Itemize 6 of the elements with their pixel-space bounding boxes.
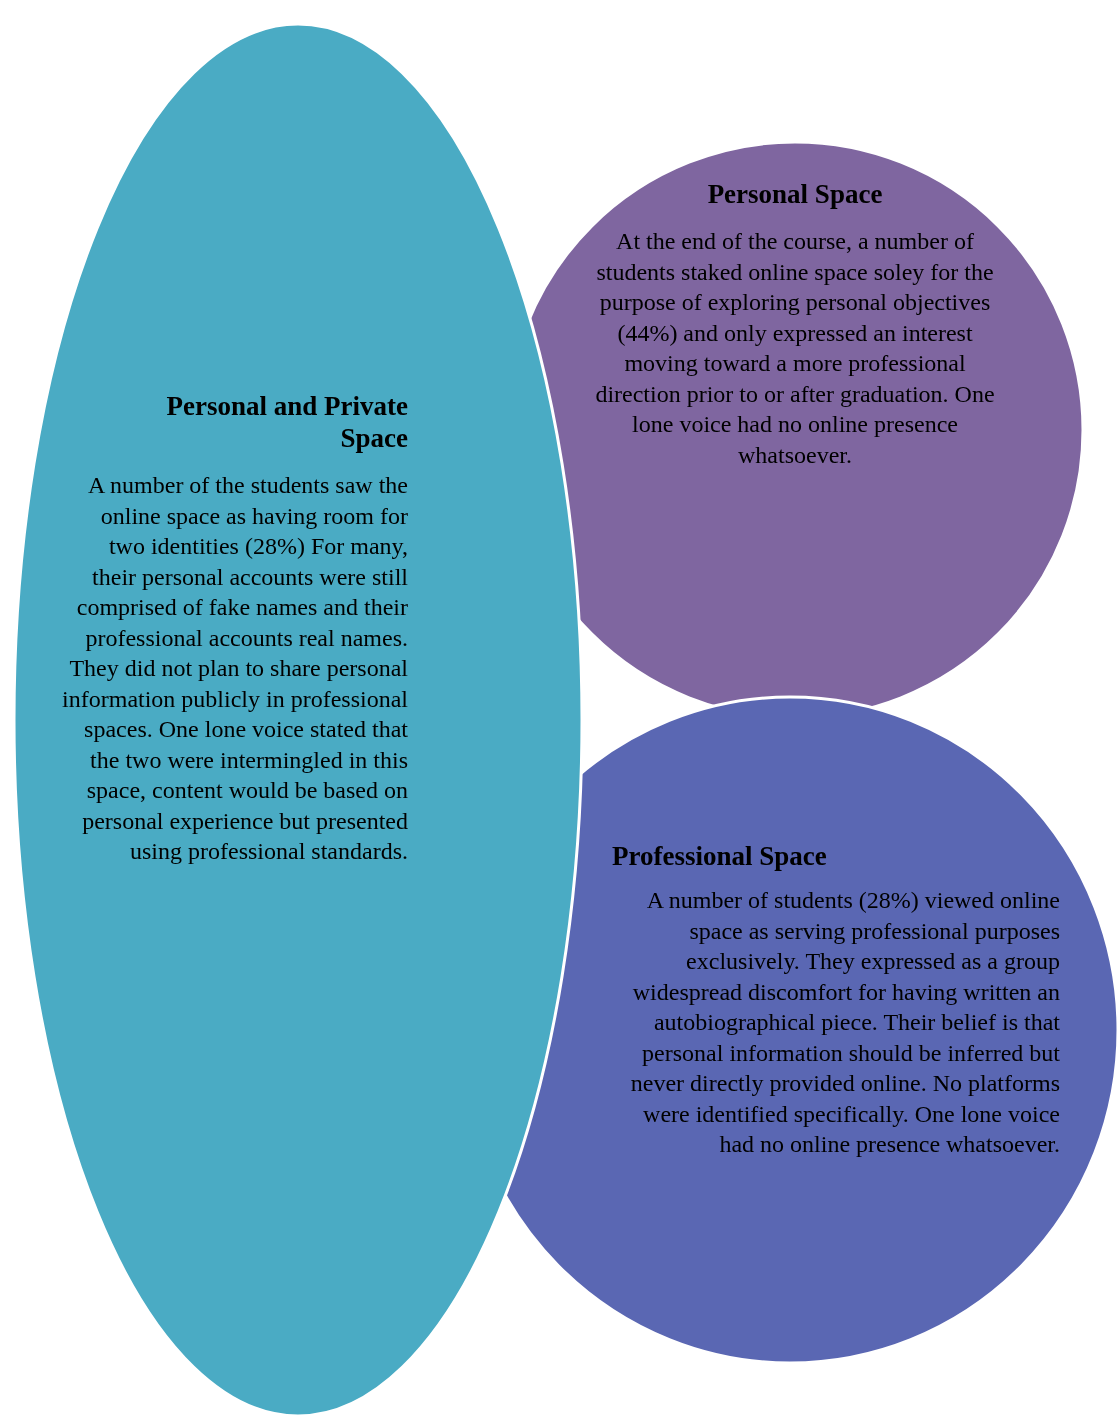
heading: Personal Space	[706, 178, 884, 210]
heading: Personal and Private Space	[165, 390, 408, 454]
body-text: A number of students (28%) viewed online space as serving professional purposes exclusively. They expressed as a group widespread discomfort for having written an autobiographical piece. Their belief is that personal information should be inferred but never directly provided online. No platforms were identified specifically. One lone voice had no online presence whatsoever.	[629, 886, 1060, 1159]
heading: Professional Space	[612, 840, 828, 872]
body-text: A number of the students saw the online space as having room for two identities (28%) For many, their personal accounts were still comprised of fake names and their professional accounts real names. They did not plan to share personal information publicly in professional spaces. One lone voice stated that the two were intermingled in this space, content would be based on personal experience but presented using professional standards.	[61, 471, 408, 866]
body-text: At the end of the course, a number of students staked online space soley for the purpose of exploring personal objectives (44%) and only expressed an interest moving toward a more professional direction prior to or after graduation. One lone voice had no online presence whatsoever.	[594, 227, 996, 470]
